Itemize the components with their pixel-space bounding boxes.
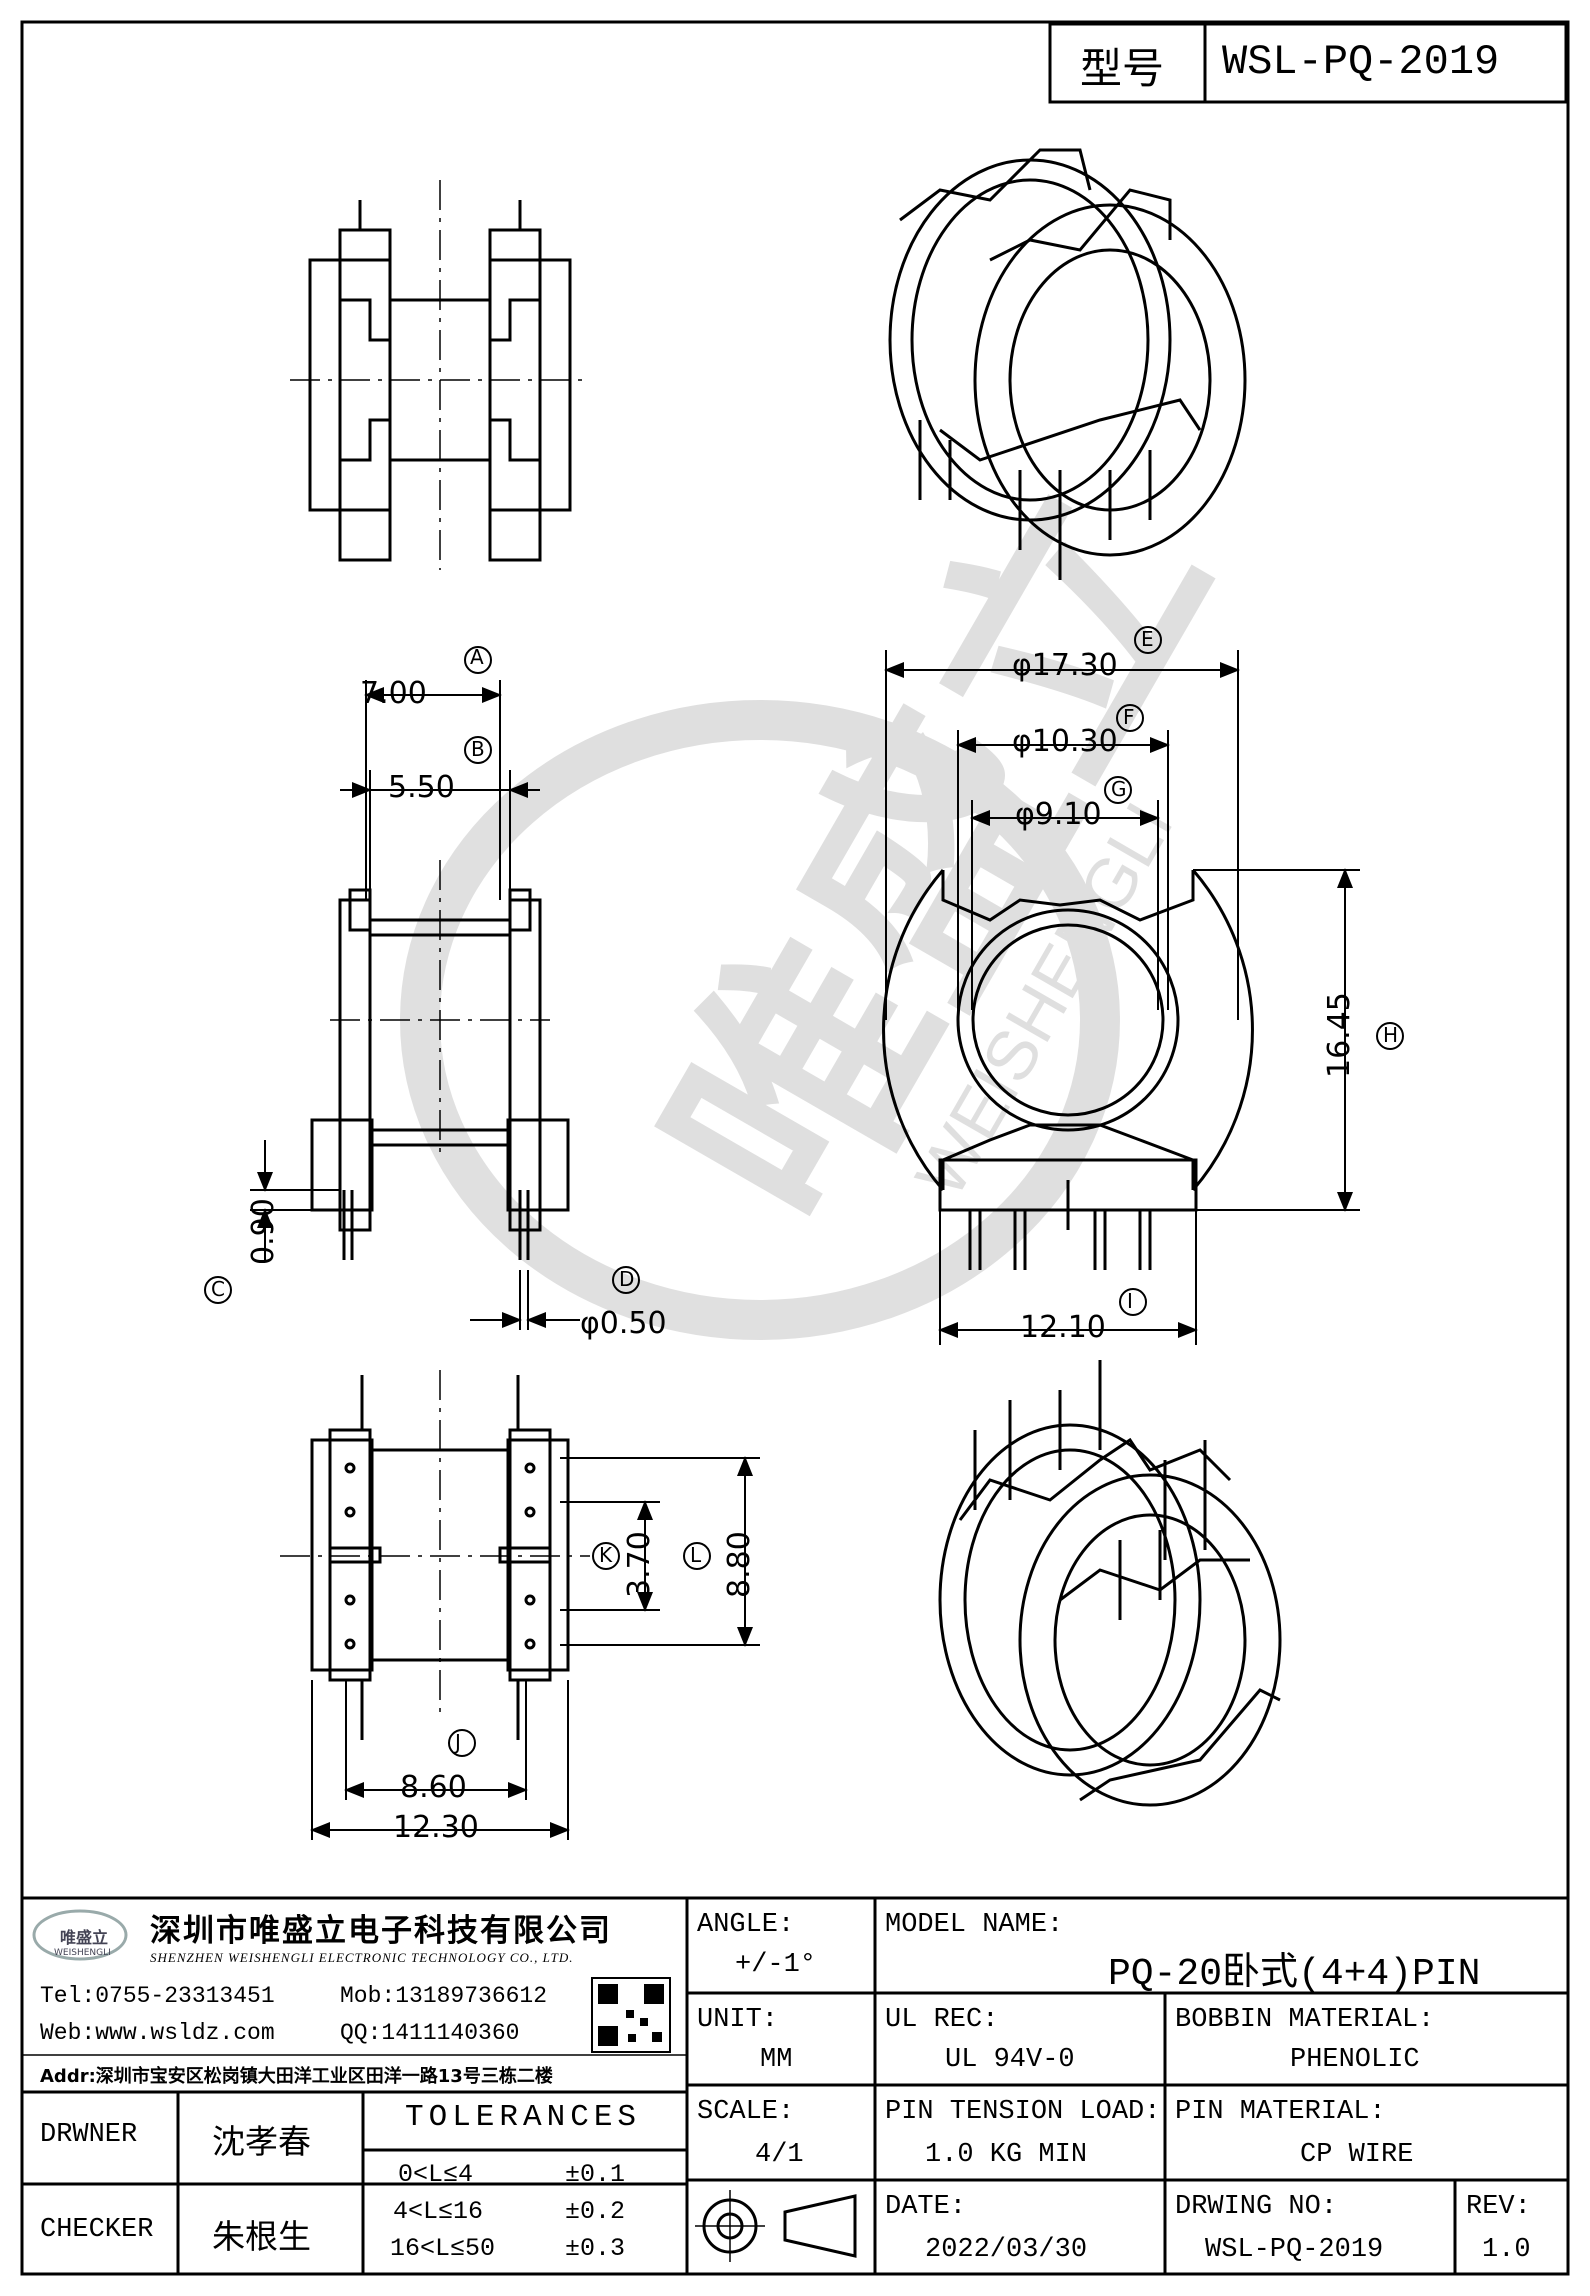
qr-code xyxy=(591,1977,671,2053)
bobbin-material-label: BOBBIN MATERIAL: xyxy=(1175,2005,1435,2035)
drawer-label: DRWNER xyxy=(40,2120,138,2150)
drawing-frame xyxy=(20,20,1570,2276)
view-front xyxy=(882,869,1254,1270)
drawer-value: 沈孝春 xyxy=(212,2122,311,2161)
dimension-l-marker: L xyxy=(690,1543,702,1567)
rev-value: 1.0 xyxy=(1482,2235,1531,2265)
angle-value: +/-1° xyxy=(735,1950,817,1980)
company-name-cn: 深圳市唯盛立电子科技有限公司 xyxy=(150,1913,612,1949)
ul-rec-label: UL REC: xyxy=(885,2005,999,2035)
dimension-k-marker: K xyxy=(599,1543,613,1567)
date-label: DATE: xyxy=(885,2192,967,2222)
checker-value: 朱根生 xyxy=(212,2217,311,2256)
dimension-b xyxy=(340,736,540,900)
dimension-g xyxy=(970,776,1160,1010)
dimension-e-marker: E xyxy=(1141,627,1154,651)
dimension-l-value: 8.80 xyxy=(722,1531,757,1598)
dimension-e xyxy=(884,626,1240,1020)
pin-material-label: PIN MATERIAL: xyxy=(1175,2097,1386,2127)
dimension-i xyxy=(938,1210,1198,1345)
company-qq: QQ:1411140360 xyxy=(340,2020,520,2046)
unit-value: MM xyxy=(760,2045,793,2075)
type-label: 型号 xyxy=(1080,44,1165,93)
dimension-c-marker: C xyxy=(211,1277,225,1301)
model-code: WSL-PQ-2019 xyxy=(1222,38,1500,86)
view-top xyxy=(290,180,590,570)
dimension-b-marker: B xyxy=(471,737,485,761)
drawing-no-value: WSL-PQ-2019 xyxy=(1205,2235,1384,2265)
dimension-b-value: 5.50 xyxy=(388,770,455,805)
company-logo xyxy=(32,1909,128,1961)
dimension-j xyxy=(344,1680,528,1800)
tolerance-range-2: 4<L≤16 xyxy=(393,2197,484,2226)
dimension-a-value: 7.00 xyxy=(360,676,427,711)
dimension-h-value: 16.45 xyxy=(1322,992,1357,1078)
dimension-k-value: 3.70 xyxy=(622,1531,657,1598)
tolerance-value-3: ±0.3 xyxy=(565,2234,626,2263)
dimension-j-value: 8.60 xyxy=(400,1770,467,1805)
dimension-f-value: φ10.30 xyxy=(1012,724,1118,759)
dimension-c-value: 0.90 xyxy=(246,1198,281,1265)
tolerance-value-2: ±0.2 xyxy=(565,2197,626,2226)
dimension-i-marker: I xyxy=(1127,1289,1133,1313)
bobbin-material-value: PHENOLIC xyxy=(1290,2045,1420,2075)
date-value: 2022/03/30 xyxy=(925,2235,1088,2265)
dimension-l xyxy=(560,1456,760,1647)
dimension-d-value: φ0.50 xyxy=(580,1306,667,1341)
dimension-i-value: 12.10 xyxy=(1020,1310,1106,1345)
model-name-label: MODEL NAME: xyxy=(885,1910,1064,1940)
view-iso-top xyxy=(888,148,1247,580)
tolerance-range-3: 16<L≤50 xyxy=(390,2234,496,2263)
header-box xyxy=(1048,22,1568,104)
dimension-g-marker: G xyxy=(1111,777,1127,801)
dimension-f-marker: F xyxy=(1123,705,1135,729)
dimension-overall-width-value: 12.30 xyxy=(393,1810,479,1845)
title-block-grid xyxy=(22,1896,1568,2274)
logo-sub: WEISHENGLI xyxy=(54,1948,111,1958)
dimension-k xyxy=(560,1500,660,1612)
pin-tension-value: 1.0 KG MIN xyxy=(925,2140,1088,2170)
dimension-c xyxy=(204,1140,340,1304)
dimension-h xyxy=(1193,868,1404,1212)
scale-label: SCALE: xyxy=(697,2097,795,2127)
view-side xyxy=(310,860,570,1260)
company-mob: Mob:13189736612 xyxy=(340,1983,548,2009)
dimension-d xyxy=(470,1266,640,1330)
unit-label: UNIT: xyxy=(697,2005,779,2035)
company-name-en: SHENZHEN WEISHENGLI ELECTRONIC TECHNOLOG… xyxy=(150,1950,574,1965)
company-tel: Tel:0755-23313451 xyxy=(40,1983,275,2009)
drawing-no-label: DRWING NO: xyxy=(1175,2192,1338,2222)
rev-label: REV: xyxy=(1466,2192,1531,2222)
logo-text: 唯盛立 xyxy=(60,1928,109,1947)
tolerances-label: TOLERANCES xyxy=(405,2100,642,2135)
dimension-e-value: φ17.30 xyxy=(1012,648,1118,683)
watermark: 唯盛立 WEISHENGLI xyxy=(400,446,1257,1340)
dimension-g-value: φ9.10 xyxy=(1015,797,1102,832)
company-web: Web:www.wsldz.com xyxy=(40,2020,275,2046)
tolerance-value-1: ±0.1 xyxy=(565,2160,626,2189)
dimension-f xyxy=(956,704,1170,1010)
angle-label: ANGLE: xyxy=(697,1910,795,1940)
dimension-a-marker: A xyxy=(470,645,484,669)
dimension-d-marker: D xyxy=(619,1267,635,1291)
view-bottom xyxy=(280,1370,590,1740)
dimension-h-marker: H xyxy=(1383,1023,1399,1047)
company-addr: Addr:深圳市宝安区松岗镇大田洋工业区田洋一路13号三栋二楼 xyxy=(40,2066,553,2087)
ul-rec-value: UL 94V-0 xyxy=(945,2045,1075,2075)
model-name-value: PQ-20卧式(4+4)PIN xyxy=(1108,1953,1481,1996)
scale-value: 4/1 xyxy=(755,2140,804,2170)
tolerance-range-1: 0<L≤4 xyxy=(398,2160,474,2189)
dimension-overall-width xyxy=(310,1680,570,1840)
pin-tension-label: PIN TENSION LOAD: xyxy=(885,2097,1161,2127)
checker-label: CHECKER xyxy=(40,2215,154,2245)
pin-material-value: CP WIRE xyxy=(1300,2140,1414,2170)
view-iso-bottom xyxy=(938,1360,1282,1807)
projection-symbol xyxy=(695,2190,857,2262)
dimension-j-marker: J xyxy=(455,1730,461,1754)
